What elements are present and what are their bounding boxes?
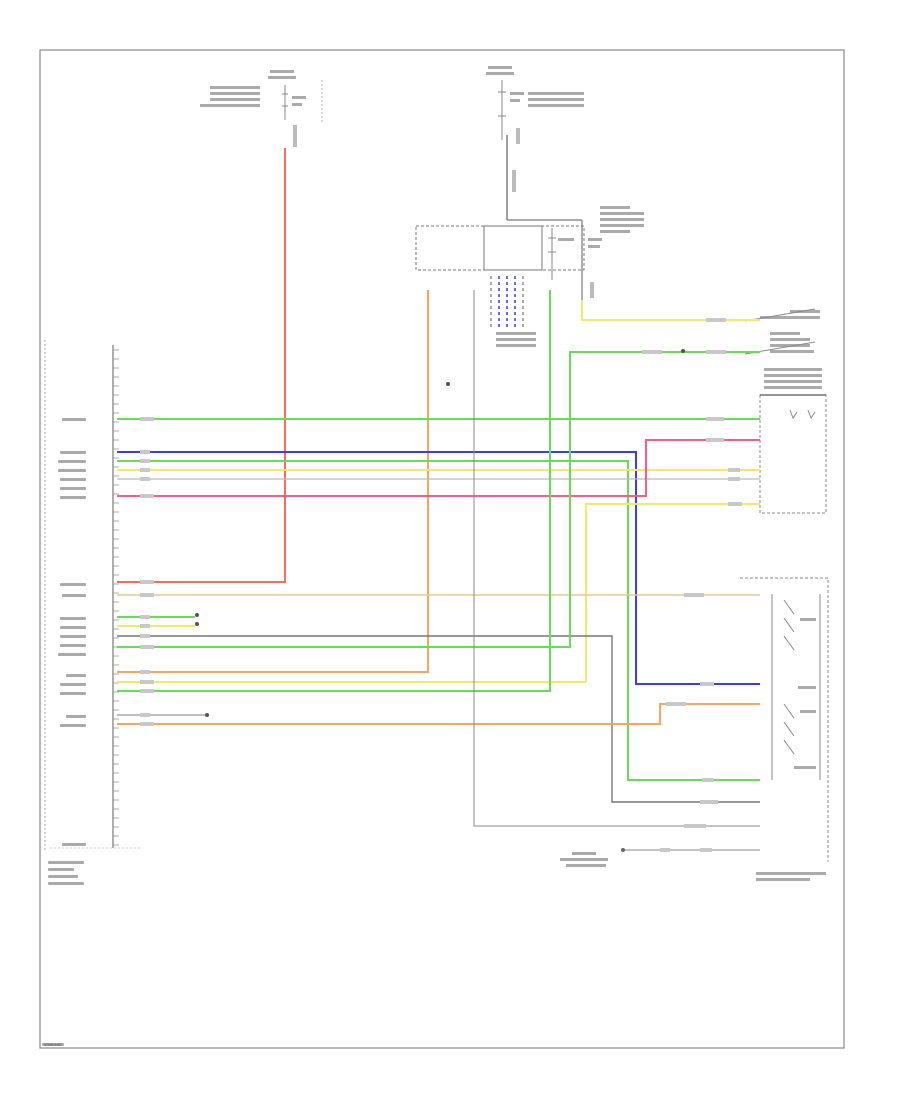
wire-green-2 <box>117 460 760 781</box>
top-right-labels <box>744 308 820 355</box>
fuse-stack <box>490 276 524 330</box>
top-fuse-right <box>486 66 584 220</box>
wire-tags <box>140 318 742 852</box>
page-frame <box>39 49 845 1049</box>
wire-gray-2 <box>117 635 760 803</box>
wire-orange-feed <box>117 290 429 673</box>
right-upper-component <box>759 368 827 514</box>
module-pin-ticks <box>113 349 119 846</box>
wire-yellow-2 <box>585 503 760 682</box>
right-lower-component <box>740 577 829 881</box>
wire-blue <box>117 451 760 685</box>
wire-green-4 <box>117 351 760 648</box>
page-label: STANDARD <box>44 1043 62 1047</box>
wire-orange-2 <box>117 703 760 725</box>
left-pin-labels <box>42 418 86 1046</box>
wire-yellow-top <box>581 300 760 321</box>
wire-red-feed <box>117 148 286 583</box>
wire-group <box>117 148 760 851</box>
top-fuse-left <box>200 70 323 147</box>
wire-green-5 <box>117 290 551 692</box>
wire-gray-4 <box>473 290 760 827</box>
bottom-center-labels <box>560 848 625 867</box>
wire-pink <box>117 439 760 497</box>
connector-points <box>195 349 685 717</box>
junction-box <box>415 206 644 347</box>
